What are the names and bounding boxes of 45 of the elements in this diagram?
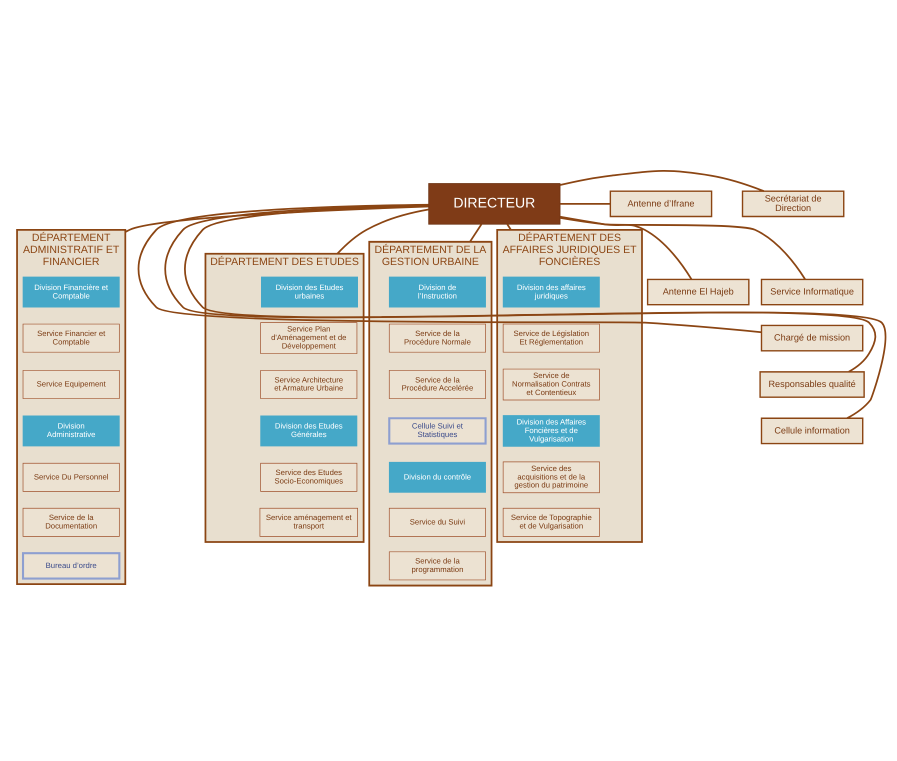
connector <box>560 215 692 280</box>
node-box: Cellule information <box>760 417 864 444</box>
node-box: Service de Normalisation Contrats et Contentieux <box>502 368 600 400</box>
node-box: Service Financier et Comptable <box>22 323 120 352</box>
node-box: Service de Topographie et de Vulgarisation <box>502 507 600 536</box>
node-box: Service des Etudes Socio-Economiques <box>260 462 358 492</box>
node-box: Responsables qualité <box>759 370 865 398</box>
connector <box>336 208 429 254</box>
node-box: Chargé de mission <box>760 324 864 351</box>
node-box: Division des Affaires Foncières et de Vulgarisation <box>502 414 600 446</box>
node-box: Antenne d’Ifrane <box>610 190 712 217</box>
node-box: Secrétariat de Direction <box>742 190 844 217</box>
node-box: Service de Législation Et Réglementation <box>502 323 600 352</box>
node-box: Service aménagement et transport <box>260 507 358 536</box>
connector <box>506 223 512 230</box>
node-box: Service Plan d'Aménagement et de Développement <box>260 322 358 354</box>
node-box: Service Equipement <box>22 370 120 398</box>
node-box: Division des affaires juridiques <box>502 276 600 308</box>
connector <box>138 203 762 333</box>
node-box: Service de la Procédure Accelérée <box>388 370 486 398</box>
node-box: Division Administrative <box>22 414 120 446</box>
connector <box>124 205 429 232</box>
node-box: Service Architecture et Armature Urbaine <box>260 370 358 398</box>
connector <box>469 223 482 242</box>
node-box: Service Du Personnel <box>22 462 120 492</box>
node-box: Service de la Documentation <box>22 507 120 536</box>
connector <box>164 204 876 372</box>
node-box: DIRECTEUR <box>428 182 560 224</box>
node-box: Bureau d’ordre <box>22 552 120 580</box>
node-box: Cellule Suivi et Statistiques <box>388 416 487 444</box>
node-box: Service de la programmation <box>388 550 486 580</box>
node-box: Division des Etudes urbaines <box>260 276 358 308</box>
node-box: Service des acquisitions et de la gestion du patrimoine <box>502 460 600 493</box>
node-box: Service de la Procédure Normale <box>388 323 486 352</box>
node-box: Antenne El Hajeb <box>646 278 750 305</box>
node-box: Division des Etudes Générales <box>260 414 358 446</box>
connector <box>560 202 610 204</box>
connector <box>184 204 886 418</box>
node-box: Division de l’Instruction <box>388 276 486 308</box>
node-box: Service du Suivi <box>388 507 486 536</box>
connector <box>560 216 806 280</box>
connector <box>560 170 764 192</box>
node-box: Division Financière et Comptable <box>22 276 120 308</box>
node-box: Service Informatique <box>760 278 864 305</box>
node-box: Division du contrôle <box>388 461 486 492</box>
